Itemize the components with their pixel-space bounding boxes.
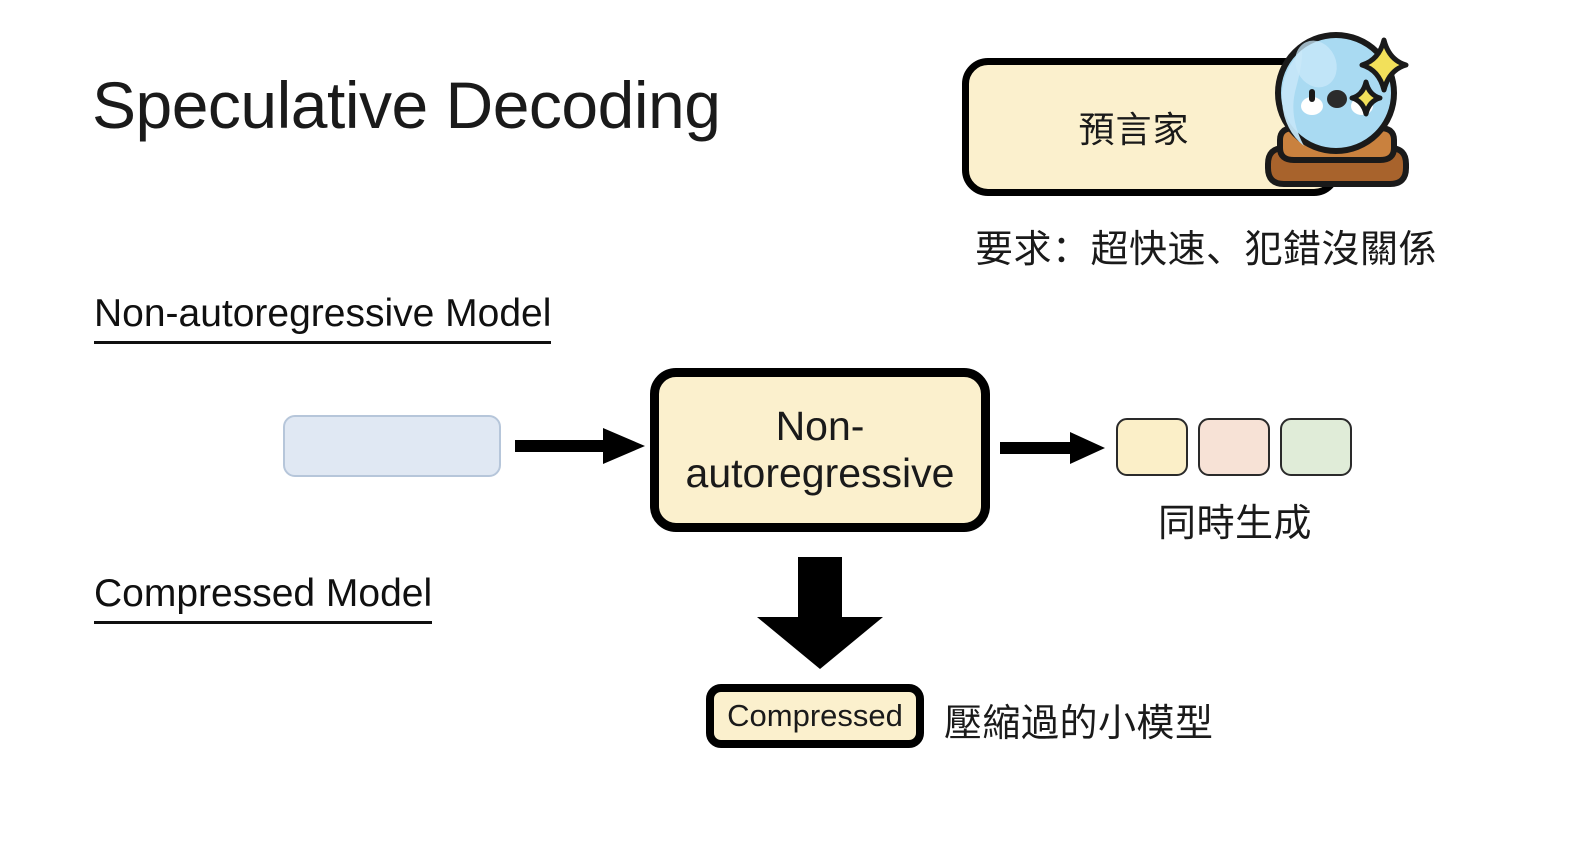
arrow-down-icon (757, 557, 883, 669)
output-tokens-caption: 同時生成 (1158, 503, 1313, 545)
output-token (1280, 418, 1352, 476)
compressed-model-label: Compressed (727, 698, 903, 733)
crystal-ball-icon (1254, 20, 1420, 192)
input-token-box (283, 415, 501, 477)
page-title: Speculative Decoding (92, 68, 721, 142)
compressed-model-box: Compressed (706, 684, 924, 748)
section-heading-non-autoregressive: Non-autoregressive Model (94, 292, 552, 344)
requirement-caption: 要求：超快速、犯錯沒關係 (975, 229, 1438, 271)
output-token-group (1116, 418, 1352, 476)
model-box-line-1: Non- (775, 402, 865, 449)
non-autoregressive-model-box: Non- autoregressive (650, 368, 990, 532)
section-heading-compressed: Compressed Model (94, 572, 433, 624)
output-token (1116, 418, 1188, 476)
arrow-right-icon (515, 428, 645, 464)
arrow-right-icon (1000, 432, 1105, 464)
output-token (1198, 418, 1270, 476)
compressed-model-caption: 壓縮過的小模型 (944, 703, 1214, 745)
prophet-callout-label: 預言家 (1078, 109, 1190, 150)
model-box-line-2: autoregressive (685, 450, 955, 496)
